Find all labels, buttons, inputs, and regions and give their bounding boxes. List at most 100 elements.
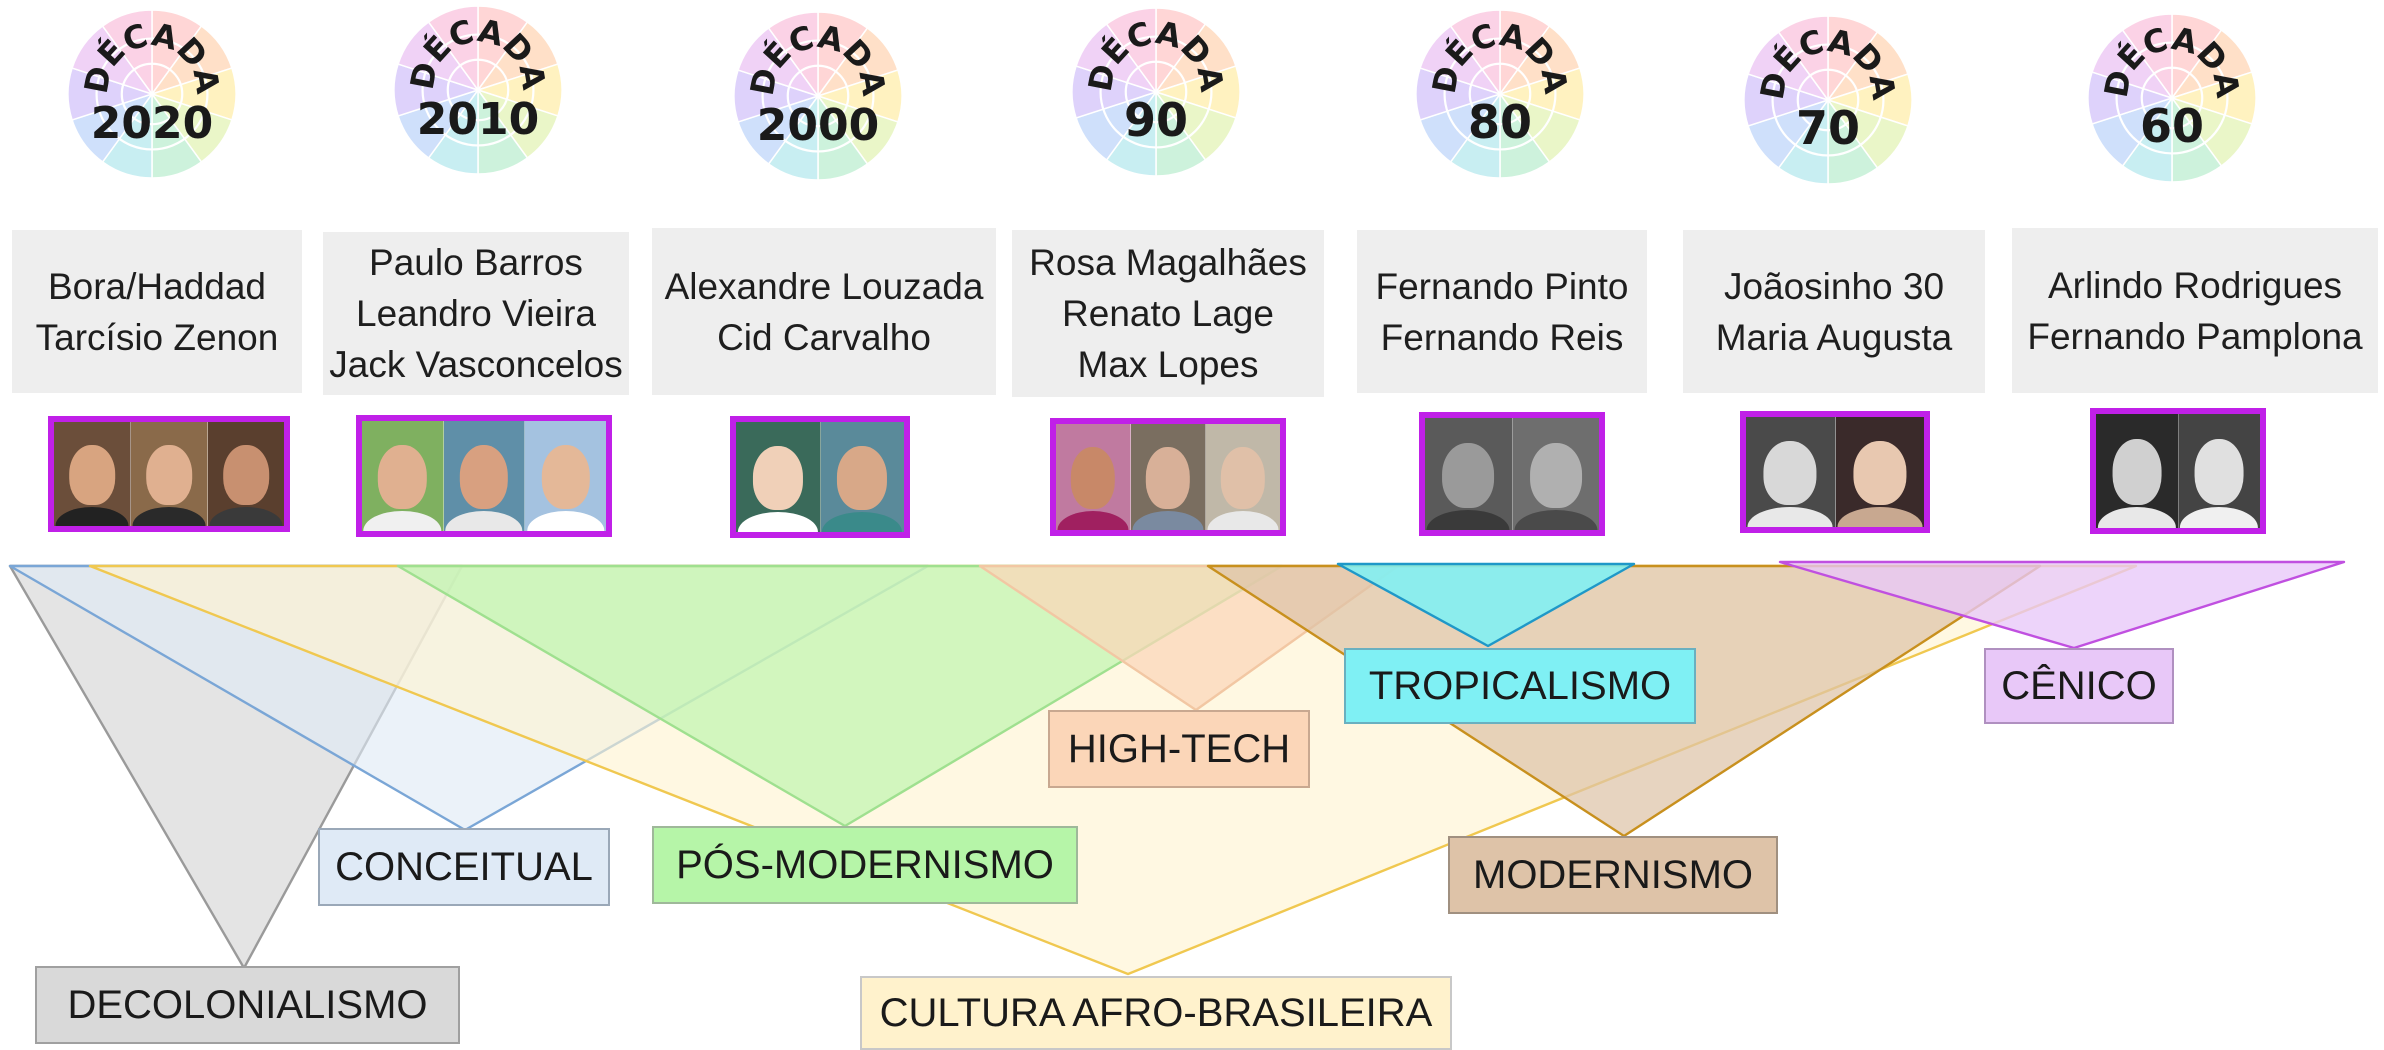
label-cenico: CÊNICO (1984, 648, 2174, 724)
portrait-photo (1131, 424, 1206, 530)
designer-name: Jack Vasconcelos (329, 344, 623, 385)
photos-2020 (48, 416, 290, 532)
designers-90: Rosa Magalhães Renato Lage Max Lopes (1012, 230, 1324, 397)
portrait-body (822, 512, 903, 532)
portrait-photo (1512, 418, 1599, 530)
designers-80: Fernando Pinto Fernando Reis (1357, 230, 1647, 393)
portrait-head (2194, 439, 2244, 506)
wheel-ring (446, 58, 510, 122)
wheel-ring (95, 37, 209, 151)
portrait-photo (736, 422, 821, 532)
portrait-head (1853, 441, 1907, 505)
photos-60 (2090, 408, 2266, 534)
triangle-pos-modernismo (396, 564, 1284, 828)
wheel-slice (1449, 9, 1501, 97)
portrait-body (132, 507, 206, 526)
wheel-ring (1468, 62, 1532, 126)
portrait-body (209, 507, 283, 526)
portrait-photo (1425, 418, 1513, 530)
portrait-body (1132, 510, 1204, 530)
portrait-photo (1746, 417, 1836, 527)
portrait-head (459, 445, 509, 509)
portrait-body (526, 511, 605, 531)
portrait-photo (362, 421, 444, 531)
portrait-photo (131, 422, 208, 526)
wheel-ring (1771, 43, 1885, 157)
wheel-ring (421, 33, 535, 147)
label-modernismo: MODERNISMO (1448, 836, 1778, 914)
portrait-photo (2178, 414, 2260, 528)
designer-name: Joãosinho 30 (1723, 265, 1945, 307)
photos-70 (1740, 411, 1930, 533)
designers-2000: Alexandre Louzada Cid Carvalho (652, 228, 996, 395)
label-decolonialismo: DECOLONIALISMO (35, 966, 460, 1044)
portrait-body (1514, 509, 1598, 530)
portrait-photo (2096, 414, 2179, 528)
portrait-head (2112, 439, 2162, 506)
portrait-photo (1206, 424, 1280, 530)
portrait-photo (1835, 417, 1924, 527)
decade-number: 2020 (91, 98, 213, 149)
portrait-photo (443, 421, 526, 531)
designer-name: Fernando Pinto (1375, 265, 1629, 307)
portrait-head (1145, 447, 1191, 509)
photos-2000 (730, 416, 910, 538)
decade-number: 2010 (417, 94, 539, 145)
designer-name: Tarcísio Zenon (35, 316, 279, 358)
decade-number: 2000 (757, 100, 879, 151)
designers-2020: Bora/Haddad Tarcísio Zenon (12, 230, 302, 393)
wheel-ring (1796, 68, 1860, 132)
portrait-photo (820, 422, 904, 532)
designer-name: Maria Augusta (1715, 316, 1953, 358)
decade-badges: DÉCADA2020DÉCADA2010DÉCADA2000DÉCADA90DÉ… (67, 5, 2257, 185)
wheel-ring (786, 64, 850, 128)
designers-70: Joãosinho 30 Maria Augusta (1683, 230, 1985, 393)
triangle-cenico (1778, 560, 2346, 650)
designer-name: Bora/Haddad (47, 265, 267, 307)
portrait-photo (208, 422, 284, 526)
portrait-head (752, 446, 803, 510)
wheel-slice (767, 11, 819, 99)
portrait-body (1747, 507, 1833, 527)
portrait-body (737, 512, 818, 532)
designer-name: Arlindo Rodrigues (2047, 264, 2343, 306)
wheel-ring (2115, 41, 2229, 155)
designer-name: Max Lopes (1077, 344, 1259, 385)
wheel-slice (1777, 15, 1829, 103)
portrait-body (1426, 509, 1510, 530)
portrait-head (1220, 447, 1266, 509)
portrait-head (223, 444, 269, 506)
triangle-tropicalismo (1336, 562, 1636, 648)
portrait-body (1207, 510, 1279, 530)
portrait-head (1529, 442, 1582, 508)
wheel-slice (2121, 13, 2173, 101)
portrait-body (1837, 507, 1923, 527)
label-high-tech: HIGH-TECH (1048, 710, 1310, 788)
designer-name: Rosa Magalhães (1029, 242, 1307, 283)
wheel-ring (761, 39, 875, 153)
wheel-ring (2140, 66, 2204, 130)
wheel-ring (1443, 37, 1557, 151)
wheel-slice (427, 5, 479, 93)
decade-number: 70 (1796, 101, 1860, 155)
wheel-slice (1105, 7, 1157, 95)
label-tropicalismo: TROPICALISMO (1344, 648, 1696, 724)
portrait-body (2097, 507, 2176, 528)
photos-2010 (356, 415, 612, 537)
designer-name: Fernando Pamplona (2027, 315, 2363, 357)
photos-80 (1419, 412, 1605, 536)
decade-number: 90 (1124, 93, 1188, 147)
designer-name: Paulo Barros (369, 242, 583, 283)
wheel-ring (1124, 60, 1188, 124)
label-pos-modernismo: PÓS-MODERNISMO (652, 826, 1078, 904)
label-cultura-afro-brasileira: CULTURA AFRO-BRASILEIRA (860, 976, 1452, 1050)
portrait-head (1442, 442, 1495, 508)
portrait-head (378, 445, 427, 509)
wheel-ring (1099, 35, 1213, 149)
portrait-head (1763, 441, 1817, 505)
